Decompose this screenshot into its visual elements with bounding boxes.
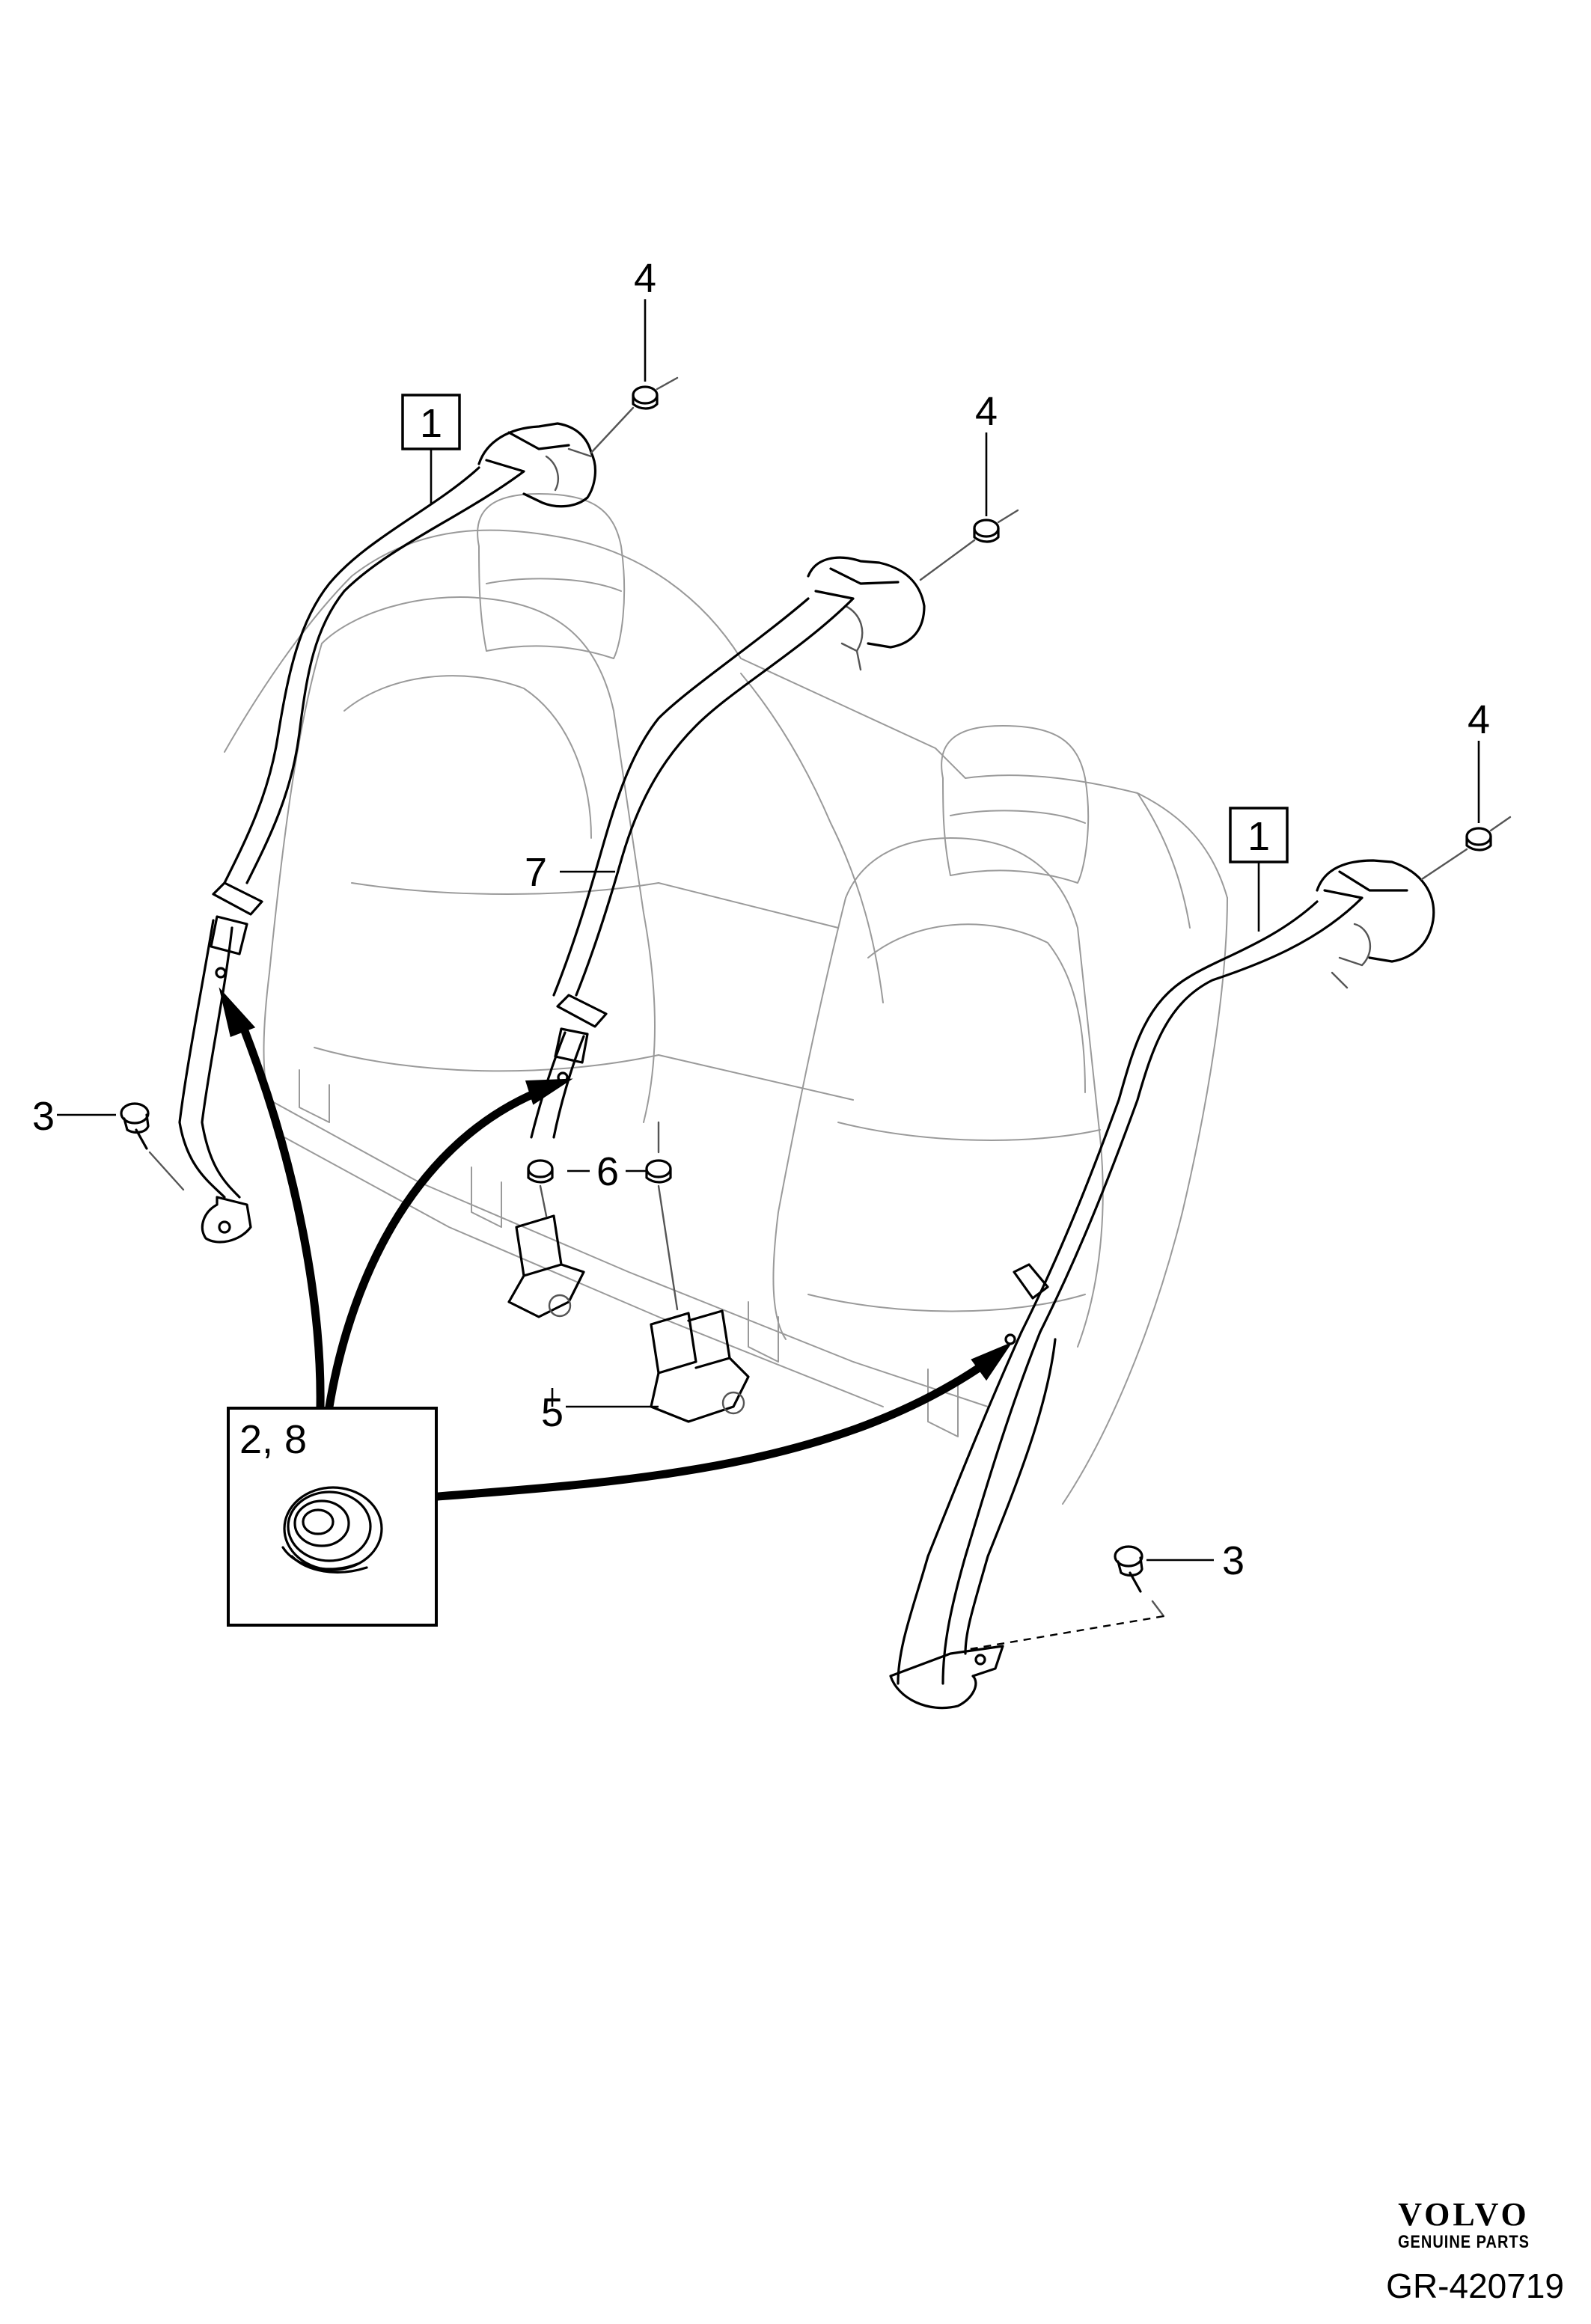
rear-seat-backrest xyxy=(224,493,1228,1505)
callout-6: 6 xyxy=(596,1149,619,1194)
bolt-left xyxy=(120,1102,185,1191)
callout-1-right: 1 xyxy=(1248,814,1270,859)
callout-1-left: 1 xyxy=(420,401,442,446)
volvo-logo: VOLVO xyxy=(1398,2196,1530,2233)
nut-6-right xyxy=(645,1121,679,1311)
callout-3-right: 3 xyxy=(1222,1538,1245,1583)
callout-2-8: 2, 8 xyxy=(239,1417,307,1462)
callout-5: 5 xyxy=(541,1390,564,1435)
callout-4-right: 4 xyxy=(1468,697,1490,742)
seat-belt-left xyxy=(178,422,596,1244)
detail-box-2-8 xyxy=(227,1407,438,1627)
buckle-left xyxy=(507,1214,585,1318)
bolt-right xyxy=(965,1545,1165,1651)
nut-right xyxy=(1420,816,1512,881)
nut-6-left xyxy=(527,1159,554,1217)
reference-arrows xyxy=(219,987,1013,1501)
seat-belt-center xyxy=(530,556,926,1139)
seat-belt-right xyxy=(889,859,1435,1710)
buckle-right xyxy=(650,1309,750,1423)
diagram-code: GR-420719 xyxy=(1386,2266,1564,2305)
nut-middle xyxy=(919,509,1019,581)
callout-4-middle: 4 xyxy=(975,389,998,434)
genuine-parts-tagline: GENUINE PARTS xyxy=(1398,2232,1530,2253)
callout-box-1-left xyxy=(401,394,461,450)
callout-7: 7 xyxy=(525,850,547,895)
callout-4-top: 4 xyxy=(634,256,656,301)
callout-3-left: 3 xyxy=(32,1094,55,1139)
callout-box-1-right xyxy=(1229,807,1289,863)
nut-top xyxy=(590,376,679,454)
